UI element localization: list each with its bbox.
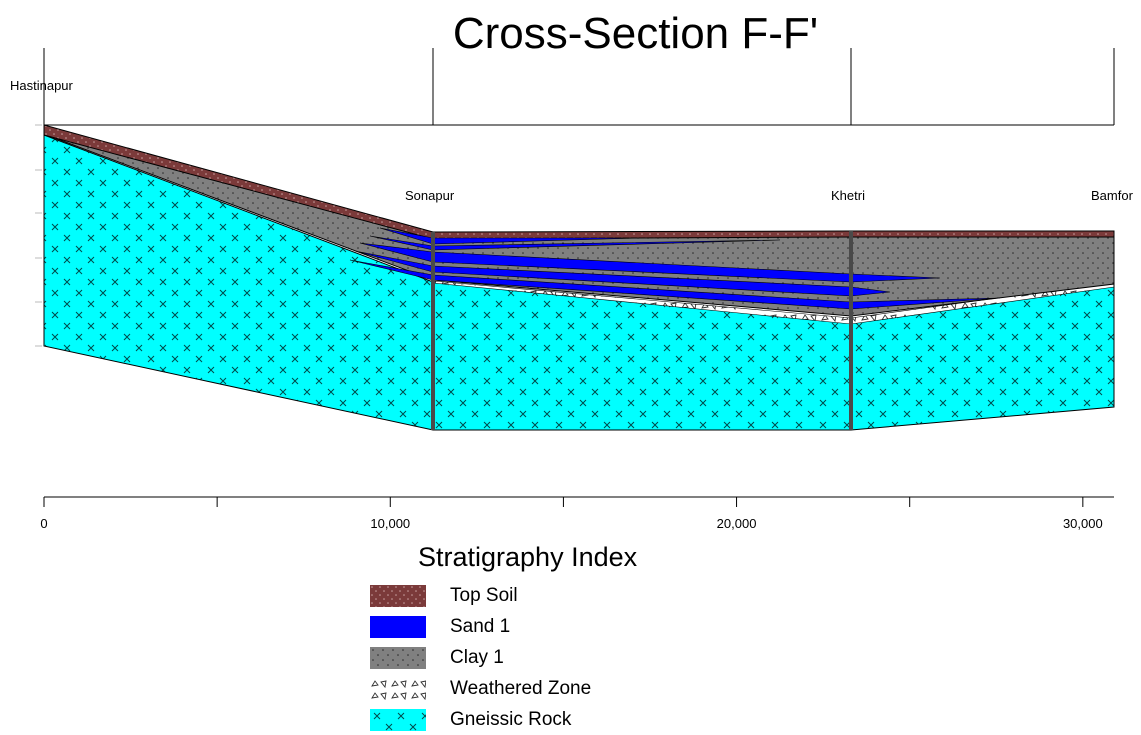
- distance-axis: 0 10,000 20,000 30,000: [40, 496, 1114, 531]
- sand-lens: [379, 227, 641, 245]
- weathered-zone-swatch: [370, 677, 426, 700]
- clay-swatch: [370, 646, 426, 669]
- legend-label: Sand 1: [450, 615, 511, 637]
- well-sticks: [43, 48, 1115, 125]
- sand-lens: [369, 235, 781, 251]
- legend-label: Gneissic Rock: [450, 708, 572, 730]
- legend-label: Top Soil: [450, 584, 518, 606]
- well-label-sonapur: Sonapur: [405, 188, 455, 203]
- sand-swatch: [370, 615, 426, 638]
- legend-item-top-soil: Top Soil: [370, 580, 730, 611]
- diagram-title: Cross-Section F-F': [452, 9, 819, 58]
- legend-item-clay: Clay 1: [370, 642, 730, 673]
- legend-title: Stratigraphy Index: [418, 542, 638, 572]
- legend-item-sand: Sand 1: [370, 611, 730, 642]
- legend-label: Clay 1: [450, 646, 504, 668]
- borehole-columns: [431, 231, 1115, 430]
- well-label-hastinapur: Hastinapur: [10, 78, 74, 93]
- legend-item-gneissic-rock: Gneissic Rock: [370, 704, 730, 735]
- axis-tick-label: 10,000: [370, 516, 410, 531]
- legend-label: Weathered Zone: [450, 677, 592, 699]
- well-label-bamfor: Bamfor: [1091, 188, 1134, 203]
- gneissic-rock-swatch: [370, 708, 426, 731]
- axis-tick-label: 20,000: [717, 516, 757, 531]
- cross-section-diagram: Hastinapur Sonapur Khetri Bamfor 0 10,000…: [10, 48, 1134, 531]
- depth-tick-marks: [35, 124, 42, 347]
- legend-item-weathered-zone: Weathered Zone: [370, 673, 730, 704]
- axis-tick-label: 0: [40, 516, 47, 531]
- top-soil-swatch: [370, 584, 426, 607]
- stratigraphy-legend: Stratigraphy Index Top Soil Sand 1 Clay …: [370, 540, 730, 735]
- well-label-khetri: Khetri: [831, 188, 865, 203]
- axis-tick-label: 30,000: [1063, 516, 1103, 531]
